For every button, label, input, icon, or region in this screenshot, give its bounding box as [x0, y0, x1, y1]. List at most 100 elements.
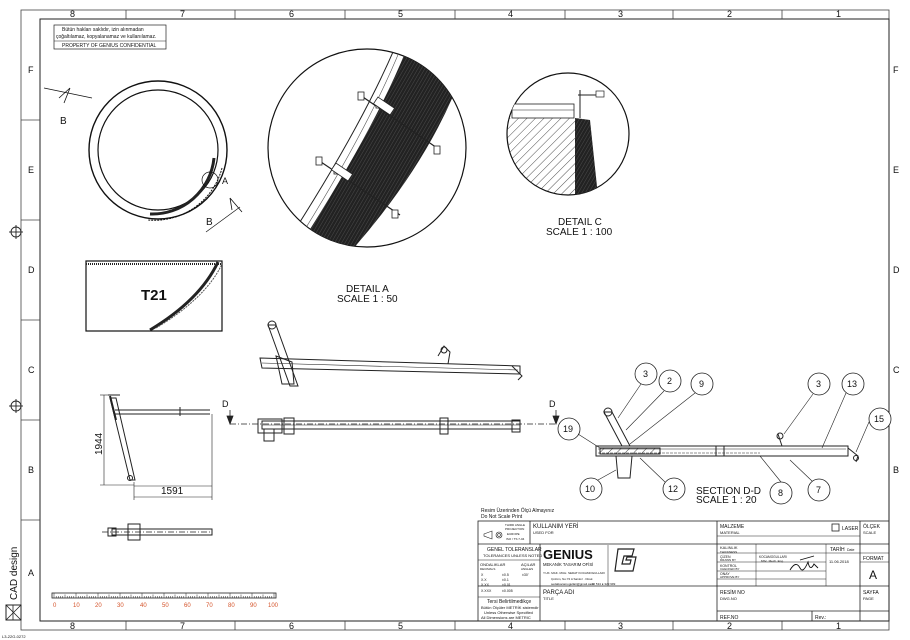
scale-tick-label: 10	[73, 603, 80, 609]
note-line2: Do Not Scale Print	[481, 514, 523, 520]
ring-label-a: A	[222, 176, 228, 186]
balloon-label: 8	[778, 488, 783, 498]
side-brand: CAD design L3-22G-0272	[2, 547, 26, 639]
scale-tick-label: 70	[206, 603, 213, 609]
arm-isometric-view	[259, 320, 523, 387]
confidential-line1: Bütün hakları saklıdır, izin alınmadan	[62, 27, 144, 33]
angles-tr: AÇILAR	[521, 562, 536, 567]
part-name-en: TITLE	[543, 596, 554, 601]
detail-c-scale: SCALE 1 : 100	[546, 227, 613, 238]
scale-tick-label: 30	[117, 603, 124, 609]
zone-row-label: E	[893, 165, 899, 175]
part-name-tr: PARÇA ADI	[543, 590, 575, 596]
balloon-numbers: 3 2 9 3 13 15 19 10 12 8 7	[563, 369, 884, 498]
control-label: KONTROL	[720, 564, 737, 568]
confidential-line3: PROPERTY OF GENIUS CONFIDENTIAL	[62, 43, 156, 49]
decimals-en: DECIMALS	[480, 567, 495, 571]
balloon-label: 15	[874, 414, 884, 424]
detail-c-title: DETAIL C	[558, 217, 602, 228]
tol-title-en: TOLERANCES UNLESS NOTED	[483, 553, 542, 558]
section-marker-d-right: D	[549, 399, 556, 409]
thickness-en: THICKNESS	[720, 550, 737, 554]
ring-label-b-top: B	[60, 116, 67, 127]
laser-label: LASER	[842, 526, 859, 532]
tol-title-tr: GENEL TOLERANSLAR	[487, 547, 542, 553]
drawn-title: MSc. Mech. Eng.	[761, 559, 784, 563]
drawn-name: KOCAMOGULLARI	[759, 555, 787, 559]
zone-col-label: 6	[289, 9, 294, 19]
page-en: PAGE	[863, 596, 874, 601]
zone-row-label: F	[28, 65, 34, 75]
date-en: Date	[847, 548, 854, 552]
balloon-label: 7	[816, 485, 821, 495]
company-phone: +90 534 ● 323 999	[590, 582, 616, 586]
projection-line4: ISO / TS 7-04	[506, 537, 525, 541]
part-balloons	[557, 362, 892, 505]
zone-row-label: B	[28, 465, 34, 475]
scale-tick-label: 50	[162, 603, 169, 609]
drawing-no-en: DWG.NO	[720, 596, 737, 601]
zone-col-label: 8	[70, 621, 75, 631]
dimension-lines	[100, 394, 213, 500]
side-code: L3-22G-0272	[2, 634, 26, 639]
zone-row-label: F	[893, 65, 899, 75]
zone-col-label: 1	[836, 9, 841, 19]
format-tr: FORMAT	[863, 556, 884, 562]
scale-tick-label: 100	[268, 603, 279, 609]
projection-line3: EUROPE	[507, 532, 520, 536]
zone-col-label: 4	[508, 621, 513, 631]
panel-section-view	[85, 260, 223, 332]
scale-tick-label: 90	[250, 603, 257, 609]
used-for-en: USED FOR	[533, 530, 554, 535]
zone-col-label: 4	[508, 9, 513, 19]
zone-row-label: E	[28, 165, 34, 175]
page-tr: SAYFA	[863, 590, 879, 596]
zone-row-label: C	[893, 365, 900, 375]
tol-row2-a: X.X	[481, 578, 487, 582]
tol-row4-b: ±0.005	[502, 589, 513, 593]
dimension-height: 1944	[94, 432, 105, 455]
tol-row3-a: X.XX	[481, 583, 490, 587]
angles-en: ANGLES	[521, 567, 533, 571]
zone-row-label: D	[28, 265, 35, 275]
arm-side-view	[108, 394, 210, 481]
zone-col-label: 8	[70, 9, 75, 19]
projection-line1: THIRD ANGLE	[505, 523, 525, 527]
used-for-tr: KULLANIM YERİ	[533, 523, 579, 530]
thickness-tr: KALINLIK	[720, 545, 738, 550]
zone-col-label: 1	[836, 621, 841, 631]
detail-a-title: DETAIL A	[346, 284, 389, 295]
projection-symbol-icon	[483, 530, 503, 540]
detail-c-view	[506, 72, 630, 196]
balloon-label: 12	[668, 484, 678, 494]
drawn-label: ÇİZEN	[720, 554, 731, 559]
confidential-line2: çoğaltılamaz, kopyalanamaz ve kullanılam…	[56, 34, 156, 40]
side-brand-text: CAD design	[9, 547, 20, 600]
drawn-date: 11.06.2018	[829, 559, 849, 564]
drawn-sub: DRAWN BY	[720, 558, 736, 562]
zone-col-label: 7	[180, 621, 185, 631]
format-value: A	[869, 568, 877, 582]
zone-row-label: B	[893, 465, 899, 475]
balloon-label: 9	[699, 379, 704, 389]
company-address: Çözüm, No:72 A Sarıkız · Direk	[551, 577, 593, 581]
zone-col-label: 6	[289, 621, 294, 631]
arm-small-plan-view	[102, 523, 213, 541]
balloon-label: 13	[847, 379, 857, 389]
balloon-leaders	[577, 383, 870, 483]
zone-col-label: 7	[180, 9, 185, 19]
scale-tick-label: 20	[95, 603, 102, 609]
panel-label: T21	[141, 287, 167, 304]
material-tr: MALZEME	[720, 524, 745, 530]
section-dd-scale: SCALE 1 : 20	[696, 495, 757, 506]
zone-ticks	[21, 10, 783, 630]
genius-logo-icon	[614, 548, 637, 572]
ring-top-view	[43, 80, 243, 233]
zone-labels-right: F E D C B	[893, 65, 900, 475]
tol-row1-c: ±30'	[522, 573, 529, 577]
zone-col-label: 3	[618, 621, 623, 631]
approve-label: ONAY	[720, 572, 730, 576]
scale-tick-label: 0	[53, 603, 57, 609]
signature-mark	[789, 555, 819, 571]
scale-bar-labels: 0 10 20 30 40 50 60 70 80 90 100	[53, 603, 279, 609]
